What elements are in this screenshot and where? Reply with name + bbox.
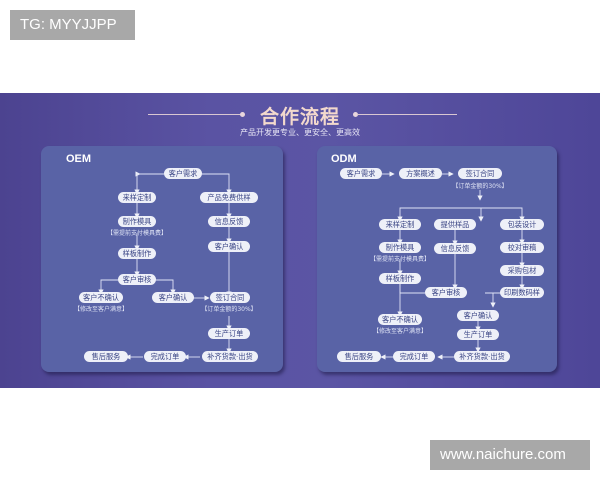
title-line-left — [148, 114, 242, 115]
odm-node-plan: 方案概述 — [399, 168, 442, 179]
oem-note-mold: 【需提前支付模具费】 — [106, 230, 168, 237]
odm-node-proofread: 校对审稿 — [500, 242, 544, 253]
title-line-right — [357, 114, 457, 115]
odm-node-mold: 制作模具 — [379, 242, 421, 253]
odm-node-pay-ship: 补齐货款·出货 — [454, 351, 510, 362]
odm-note-contract: 【订单金额的30%】 — [452, 183, 508, 190]
oem-node-confirm2: 客户确认 — [208, 241, 250, 252]
oem-title: OEM — [66, 153, 92, 165]
odm-node-purchase: 采购包材 — [500, 265, 544, 276]
odm-title: ODM — [331, 153, 357, 165]
oem-node-free-sample: 产品免费供样 — [200, 192, 258, 203]
oem-node-pay-ship: 补齐货款·出货 — [202, 351, 258, 362]
odm-node-feedback: 信息反馈 — [434, 243, 476, 254]
oem-node-sample-make: 样板制作 — [118, 248, 156, 259]
odm-node-print-sample: 印刷数码样 — [500, 287, 544, 298]
odm-note-not-confirm: 【修改至客户满意】 — [372, 328, 428, 335]
title-dot-left — [240, 112, 245, 117]
odm-node-provide-sample: 提供样品 — [434, 219, 476, 230]
oem-node-produce: 生产订单 — [208, 328, 250, 339]
oem-node-not-confirm: 客户不确认 — [79, 292, 123, 303]
oem-node-demand: 客户需求 — [164, 168, 202, 179]
oem-node-complete: 完成订单 — [144, 351, 186, 362]
oem-node-after-sales: 售后服务 — [84, 351, 128, 362]
odm-panel: ODM — [317, 146, 557, 372]
oem-node-mold: 制作模具 — [118, 216, 156, 227]
odm-node-produce: 生产订单 — [457, 329, 499, 340]
odm-node-review: 客户审核 — [425, 287, 467, 298]
odm-node-after-sales: 售后服务 — [337, 351, 381, 362]
oem-node-confirm: 客户确认 — [152, 292, 194, 303]
odm-node-contract: 签订合同 — [458, 168, 502, 179]
oem-node-contract: 签订合同 — [210, 292, 250, 303]
odm-node-confirm: 客户确认 — [457, 310, 499, 321]
page-title: 合作流程 — [259, 106, 340, 128]
oem-node-custom-sample: 来样定制 — [118, 192, 156, 203]
odm-note-mold: 【需提前支付模具费】 — [369, 256, 431, 263]
oem-note-contract: 【订单金额的30%】 — [201, 306, 257, 313]
watermark-bottom-right: www.naichure.com — [430, 440, 590, 470]
odm-node-package-design: 包装设计 — [500, 219, 544, 230]
odm-node-complete: 完成订单 — [393, 351, 435, 362]
odm-node-not-confirm: 客户不确认 — [378, 314, 422, 325]
odm-node-sample-make: 样板制作 — [379, 273, 421, 284]
oem-node-review: 客户审核 — [118, 274, 156, 285]
oem-node-feedback: 信息反馈 — [208, 216, 250, 227]
title-dot-right — [353, 112, 358, 117]
odm-node-custom-sample: 来样定制 — [379, 219, 421, 230]
watermark-top-left: TG: MYYJJPP — [10, 10, 135, 40]
oem-note-not-confirm: 【修改至客户满意】 — [73, 306, 129, 313]
odm-node-demand: 客户需求 — [340, 168, 382, 179]
page-subtitle: 产品开发更专业、更安全、更高效 — [240, 128, 360, 137]
